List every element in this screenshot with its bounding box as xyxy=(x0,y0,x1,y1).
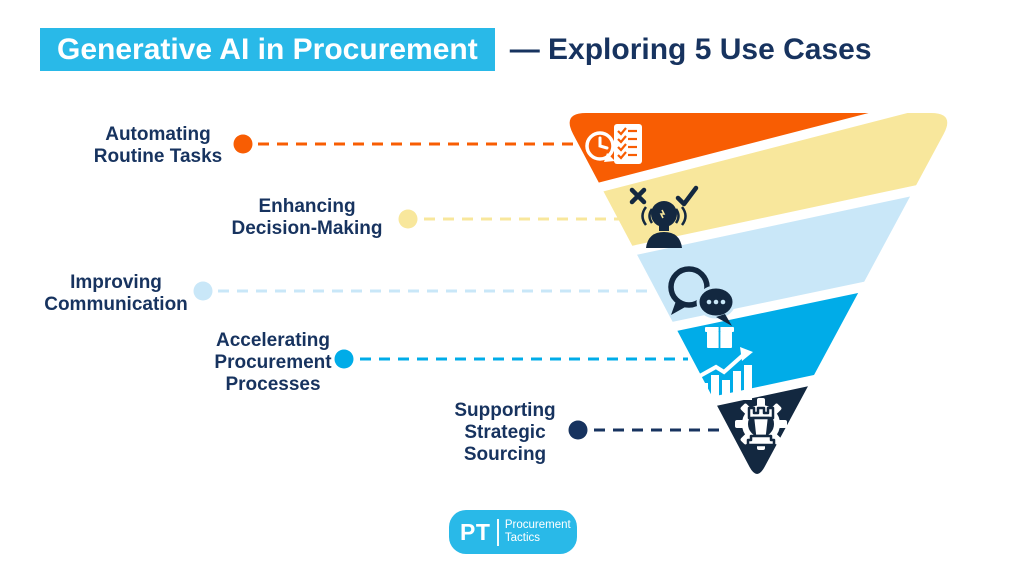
clock-checklist-icon xyxy=(585,124,642,164)
lightbulb-person-icon xyxy=(629,185,699,248)
connector-dot-3 xyxy=(193,281,213,301)
label-improving-communication: Improving Communication xyxy=(44,272,188,315)
title-highlight: Generative AI in Procurement xyxy=(40,28,495,71)
gear-chess-icon xyxy=(735,398,787,450)
label-accelerating-procurement-processes: Accelerating Procurement Processes xyxy=(214,330,332,395)
label-supporting-strategic-sourcing: Supporting Strategic Sourcing xyxy=(454,400,556,465)
connector-dot-4 xyxy=(334,349,354,369)
funnel-segment-1 xyxy=(569,113,948,208)
page-title: Generative AI in Procurement — Exploring… xyxy=(40,28,872,71)
connector-dot-1 xyxy=(233,134,253,154)
logo-name: Procurement Tactics xyxy=(504,519,571,544)
title-suffix: — Exploring 5 Use Cases xyxy=(509,33,872,66)
box-bar-chart-icon xyxy=(696,327,753,400)
chat-bubbles-icon xyxy=(668,266,736,326)
connector-dot-2 xyxy=(398,209,418,229)
logo-divider xyxy=(497,518,499,546)
procurement-tactics-logo: PT Procurement Tactics xyxy=(449,510,577,554)
logo-monogram: PT xyxy=(460,518,491,545)
connector-dot-5 xyxy=(568,420,588,440)
label-automating-routine-tasks: Automating Routine Tasks xyxy=(93,124,223,167)
funnel-segment-2 xyxy=(569,113,948,274)
label-enhancing-decision-making: Enhancing Decision-Making xyxy=(231,196,383,239)
